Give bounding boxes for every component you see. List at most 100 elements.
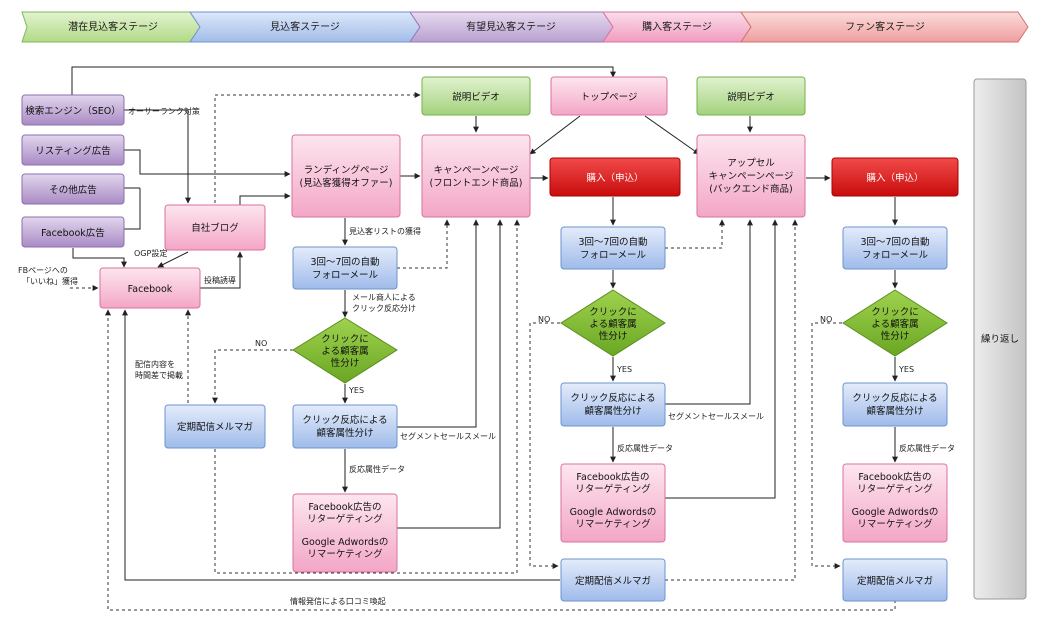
source-seo[interactable]: 検索エンジン（SEO） (21, 94, 125, 126)
source-seo-label: 検索エンジン（SEO） (25, 105, 121, 117)
label-no-2: NO (538, 315, 550, 324)
retarget2-line-2: リターゲティング (575, 483, 651, 495)
segment1-line-1: クリック反応による (302, 414, 387, 426)
video2-node[interactable]: 説明ビデオ (696, 76, 806, 116)
segment3-line-2: 顧客属性分け (866, 405, 923, 417)
followup3-line-2: フォローメール (862, 250, 929, 261)
label-word-of-mouth: 情報発信による口コミ喚起 (290, 596, 386, 606)
label-delivery-1: 配信内容を (135, 359, 175, 369)
retarget3-line-4: リマーケティング (857, 518, 933, 530)
segment2-line-1: クリック反応による (570, 392, 655, 404)
label-fb-like-1: FBページへの (18, 266, 68, 275)
decision3-line-3: 性分け (881, 330, 910, 342)
stage-label-3: 有望見込客ステージ (466, 20, 556, 33)
stage-banner: 潜在見込客ステージ 見込客ステージ 有望見込客ステージ 購入客ステージ ファン客… (21, 11, 1029, 43)
decision2-node[interactable]: クリックに よる顧客属 性分け (560, 289, 666, 357)
campaign-page-node[interactable]: キャンペーンページ (フロントエンド商品) (421, 134, 531, 218)
label-yes-2: YES (616, 365, 632, 374)
newsletter1-node[interactable]: 定期配信メルマガ (164, 404, 266, 449)
top-page-label: トップページ (581, 92, 638, 103)
retarget3-line-1: Facebook広告の (858, 471, 931, 483)
stage-arrow-5 (740, 11, 1029, 43)
followup2-line-1: 3回〜7回の自動 (578, 236, 647, 248)
retarget1-line-2: リターゲティング (307, 513, 383, 525)
landing-page-node[interactable]: ランディングページ (見込客獲得オファー) (291, 134, 401, 218)
label-no-1: NO (255, 339, 267, 348)
blog-label: 自社ブログ (191, 222, 239, 234)
edge-labels: オーサーランク対策 OGP設定 FBページへの 「いいね」獲得 投稿誘導 見込客… (18, 106, 955, 606)
stage-label-2: 見込客ステージ (270, 20, 340, 33)
stage-label-4: 購入客ステージ (642, 20, 712, 33)
segment1-line-2: 顧客属性分け (316, 427, 373, 439)
segment3-line-1: クリック反応による (852, 392, 937, 404)
decision3-line-2: よる顧客属 (871, 318, 918, 330)
upsell-page-node[interactable]: アップセル キャンペーンページ (バックエンド商品) (696, 134, 806, 218)
followup3-node[interactable]: 3回〜7回の自動 フォローメール (842, 226, 948, 270)
blog-node[interactable]: 自社ブログ (164, 204, 266, 251)
decision2-line-3: 性分け (599, 330, 628, 342)
decision1-line-2: よる顧客属 (321, 345, 368, 357)
label-seo-rank: オーサーランク対策 (128, 106, 200, 116)
segment1-node[interactable]: クリック反応による 顧客属性分け (292, 404, 398, 449)
repeat-label: 繰り返し (981, 333, 1019, 345)
newsletter1-label: 定期配信メルマガ (177, 421, 253, 433)
purchase1-node[interactable]: 購入（申込） (549, 157, 681, 197)
label-mail-1: メール商人による (352, 292, 416, 302)
source-fb-ads-label: Facebook広告 (41, 227, 105, 239)
decision3-node[interactable]: クリックに よる顧客属 性分け (842, 289, 948, 357)
retarget2-line-1: Facebook広告の (576, 471, 649, 483)
connectors-solid (71, 66, 898, 581)
newsletter3-label: 定期配信メルマガ (857, 575, 933, 587)
upsell-line-3: (バックエンド商品) (709, 183, 792, 195)
decision1-line-1: クリックに (321, 334, 369, 345)
label-reaction-data-1: 反応属性データ (349, 464, 405, 474)
retarget3-node[interactable]: Facebook広告の リターゲティング Google Adwordsの リマー… (842, 463, 948, 543)
segment2-node[interactable]: クリック反応による 顧客属性分け (560, 382, 666, 427)
decision1-node[interactable]: クリックに よる顧客属 性分け (292, 317, 398, 384)
source-listing-label: リスティング広告 (35, 145, 110, 157)
retarget1-line-3: Google Adwordsの (302, 537, 389, 548)
stage-label-5: ファン客ステージ (845, 20, 925, 33)
source-other-ads-label: その他広告 (49, 184, 97, 196)
landing-line-2: (見込客獲得オファー) (300, 177, 393, 189)
newsletter2-label: 定期配信メルマガ (575, 575, 651, 587)
landing-line-1: ランディングページ (304, 164, 389, 176)
retarget2-node[interactable]: Facebook広告の リターゲティング Google Adwordsの リマー… (560, 463, 666, 543)
retarget2-line-4: リマーケティング (575, 518, 651, 530)
followup1-node[interactable]: 3回〜7回の自動 フォローメール (292, 246, 398, 290)
upsell-line-1: アップセル (727, 158, 775, 169)
retarget1-line-1: Facebook広告の (308, 501, 381, 513)
video1-node[interactable]: 説明ビデオ (421, 76, 531, 116)
followup2-node[interactable]: 3回〜7回の自動 フォローメール (560, 226, 666, 270)
newsletter2-node[interactable]: 定期配信メルマガ (560, 558, 666, 602)
segment2-line-2: 顧客属性分け (584, 405, 641, 417)
followup1-line-2: フォローメール (312, 270, 379, 281)
source-listing[interactable]: リスティング広告 (21, 134, 125, 166)
purchase1-label: 購入（申込） (586, 172, 643, 184)
label-segment-sales-2: セグメントセールスメール (668, 411, 764, 421)
segment3-node[interactable]: クリック反応による 顧客属性分け (842, 382, 948, 427)
upsell-line-2: キャンペーンページ (709, 171, 794, 182)
label-delivery-2: 時間差で掲載 (135, 370, 183, 380)
followup3-line-1: 3回〜7回の自動 (860, 236, 929, 248)
facebook-label: Facebook (128, 284, 173, 295)
purchase2-node[interactable]: 購入（申込） (831, 157, 959, 197)
retarget1-node[interactable]: Facebook広告の リターゲティング Google Adwordsの リマー… (292, 493, 398, 573)
label-lead-list: 見込客リストの獲得 (349, 226, 421, 236)
source-other-ads[interactable]: その他広告 (21, 173, 125, 205)
label-fb-like-2: 「いいね」獲得 (22, 276, 78, 286)
label-yes-3: YES (898, 365, 914, 374)
campaign-line-1: キャンペーンページ (434, 165, 519, 176)
retarget1-line-4: リマーケティング (307, 548, 383, 560)
top-page-node[interactable]: トップページ (550, 76, 668, 116)
decision1-line-3: 性分け (331, 357, 360, 369)
video1-label: 説明ビデオ (452, 91, 500, 103)
label-mail-2: クリック反応分け (352, 303, 416, 313)
followup1-line-1: 3回〜7回の自動 (310, 256, 379, 268)
source-fb-ads[interactable]: Facebook広告 (21, 216, 125, 248)
label-ogp: OGP設定 (134, 248, 167, 258)
newsletter3-node[interactable]: 定期配信メルマガ (842, 558, 948, 602)
facebook-node[interactable]: Facebook (99, 267, 201, 309)
connectors-dashed (70, 92, 896, 611)
label-reaction-data-2: 反応属性データ (617, 443, 673, 453)
